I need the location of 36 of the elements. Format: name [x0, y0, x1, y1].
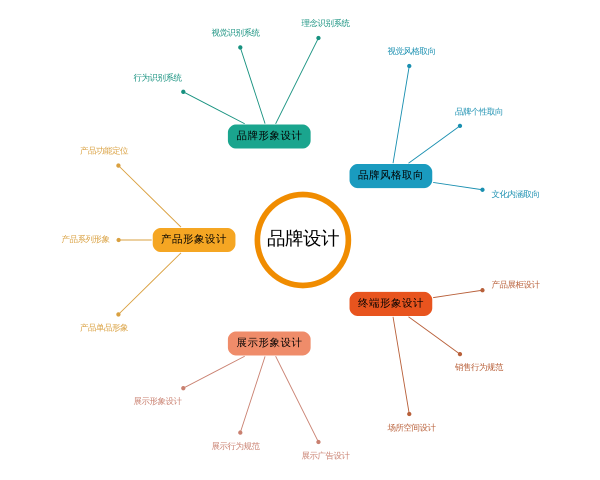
connector — [392, 316, 411, 416]
connector — [116, 252, 181, 317]
node-text: 行为识别系统 — [132, 72, 181, 82]
node-text: 产品系列形象 — [60, 234, 109, 244]
connector — [238, 45, 266, 124]
node-text: 理念识别系统 — [301, 18, 350, 28]
connector — [274, 356, 320, 444]
node-circle: 品牌设计 — [254, 192, 351, 288]
node-text: 文化内涵取向 — [491, 188, 540, 199]
connector — [274, 36, 320, 124]
connector — [392, 64, 411, 164]
node-text: 展示形象设计 — [132, 396, 181, 406]
node-box: 品牌风格取向 — [348, 162, 434, 190]
connector — [432, 182, 484, 192]
node-box: 终端形象设计 — [348, 290, 434, 318]
node-text: 产品功能定位 — [80, 146, 128, 156]
node-text: 品牌个性取向 — [454, 106, 502, 116]
node-text: 展示广告设计 — [301, 450, 350, 461]
node-text: 视觉识别系统 — [211, 27, 260, 38]
connector — [408, 316, 462, 356]
connector — [432, 288, 484, 298]
node-text: 视觉风格取向 — [387, 46, 436, 56]
connector — [180, 356, 245, 390]
connector — [116, 163, 181, 228]
node-box: 品牌形象设计 — [226, 123, 312, 150]
connector — [180, 90, 245, 124]
node-box: 产品形象设计 — [150, 226, 236, 254]
node-text: 产品展柜设计 — [491, 279, 540, 290]
node-box: 展示形象设计 — [226, 330, 312, 357]
connector — [408, 124, 462, 164]
connector — [238, 356, 266, 435]
node-text: 销售行为规范 — [454, 362, 502, 372]
node-text: 产品单品形象 — [80, 322, 128, 333]
node-text: 场所空间设计 — [387, 422, 436, 433]
node-text: 展示行为规范 — [211, 441, 260, 452]
connector — [116, 238, 152, 242]
